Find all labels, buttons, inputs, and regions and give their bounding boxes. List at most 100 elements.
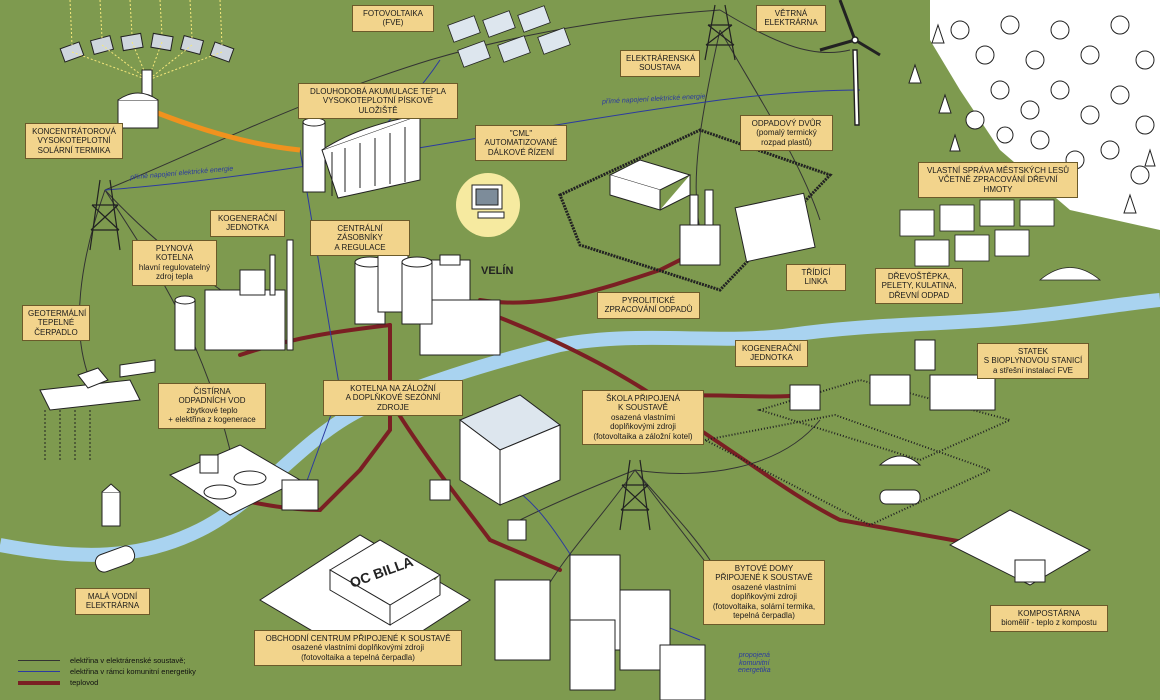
label-zasobniky: CENTRÁLNÍ ZÁSOBNÍKY A REGULACE: [310, 220, 410, 257]
label-text: VLASTNÍ SPRÁVA MĚSTSKÝCH LESŮ: [926, 166, 1070, 175]
label-text: osazená vlastními: [610, 412, 676, 422]
label-text: bioměliř - teplo z kompostu: [1001, 618, 1097, 628]
label-text: osazené vlastními: [731, 582, 797, 592]
label-geotermalni: GEOTERMÁLNÍ TEPELNÉ ČERPADLO: [22, 305, 90, 342]
compost-site: [948, 509, 1092, 586]
line-text: komunitní: [739, 659, 770, 667]
label-text: doplňkovými zdroji: [610, 422, 676, 432]
label-text: (FVE): [382, 18, 404, 28]
label-text: VYSOKOTEPLOTNÍ: [37, 136, 111, 146]
label-text: KONCENTRÁTOROVÁ: [32, 127, 116, 136]
central-tanks: [354, 244, 433, 325]
small-hydro: [94, 483, 136, 573]
label-title: PLYNOVÁ KOTELNA: [155, 244, 194, 263]
label-text: DLOUHODOBÁ AKUMULACE TEPLA: [310, 87, 446, 96]
line-text-propojena: propojená komunitní energetika: [738, 652, 771, 675]
label-kotelna-zalozni: KOTELNA NA ZÁLOŽNÍ A DOPLŇKOVÉ SEZÓNNÍ Z…: [323, 380, 463, 417]
legend-label: elektřina v elektrárenské soustavě;: [70, 656, 186, 665]
label-title: STATEK: [1018, 347, 1048, 356]
label-title: ČISTÍRNA: [193, 387, 231, 396]
label-koncentratorova: KONCENTRÁTOROVÁ VYSOKOTEPLOTNÍ SOLÁRNÍ T…: [25, 123, 123, 160]
label-text: AUTOMATIZOVANÉ: [484, 138, 558, 148]
label-text: ZPRACOVÁNÍ ODPADŮ: [604, 305, 693, 315]
label-vetrna: VĚTRNÁ ELEKTRÁRNA: [756, 5, 826, 32]
label-kompostarna: KOMPOSTÁRNA bioměliř - teplo z kompostu: [990, 605, 1108, 632]
label-text: GEOTERMÁLNÍ: [28, 309, 87, 318]
label-fve: FOTOVOLTAIKA (FVE): [352, 5, 434, 32]
label-text: hlavní regulovatelný: [138, 262, 211, 272]
label-text: A REGULACE: [334, 242, 386, 252]
label-text: tepelná čerpadla): [733, 611, 795, 621]
legend-row: elektřina v rámci komunitní energetiky: [18, 666, 196, 677]
label-plynova: PLYNOVÁ KOTELNA hlavní regulovatelný zdr…: [132, 240, 217, 286]
label-text: TŘÍDÍCÍ LINKA: [801, 268, 831, 287]
solar-mirrors: [59, 0, 235, 129]
label-text: osazené vlastními doplňkovými zdroji: [291, 643, 425, 653]
label-text: CENTRÁLNÍ ZÁSOBNÍKY: [337, 224, 383, 243]
label-bytove: BYTOVÉ DOMY PŘIPOJENÉ K SOUSTAVĚ osazené…: [703, 560, 825, 625]
label-text: KOTELNA NA ZÁLOŽNÍ: [350, 384, 436, 393]
label-text: (pomalý termický: [756, 128, 817, 138]
label-tridici: TŘÍDÍCÍ LINKA: [786, 264, 846, 291]
line-text: propojená: [738, 652, 770, 659]
legend: elektřina v elektrárenské soustavě; elek…: [18, 655, 196, 688]
label-text: + elektřina z kogenerace: [168, 415, 256, 425]
label-akumulace: DLOUHODOBÁ AKUMULACE TEPLA VYSOKOTEPLOTN…: [298, 83, 458, 120]
label-text: (fotovoltaika, solární termika,: [712, 601, 816, 611]
label-text: DÁLKOVÉ ŘÍZENÍ: [487, 147, 555, 157]
farm: [701, 339, 1013, 527]
label-text: JEDNOTKA: [750, 353, 793, 363]
label-title: PŘIPOJENÉ K SOUSTAVĚ: [715, 573, 813, 583]
legend-label: teplovod: [70, 678, 99, 687]
label-cml: "CML" AUTOMATIZOVANÉ DÁLKOVÉ ŘÍZENÍ: [475, 125, 567, 162]
water-treatment: [168, 444, 319, 516]
control-room: [419, 173, 520, 356]
label-text: VČETNĚ ZPRACOVÁNÍ DŘEVNÍ HMOTY: [938, 175, 1058, 194]
label-velin: VELÍN: [481, 265, 514, 277]
label-text: SOLÁRNÍ TERMIKA: [37, 145, 111, 155]
label-text: ELEKTRÁRNA: [85, 601, 140, 611]
label-title: ŠKOLA PŘIPOJENÁ: [606, 394, 680, 403]
label-cistirna: ČISTÍRNA ODPADNÍCH VOD zbytkové teplo + …: [158, 383, 266, 429]
label-title: S BIOPLYNOVOU STANICÍ: [983, 356, 1083, 366]
legend-row: teplovod: [18, 677, 196, 688]
label-statek: STATEK S BIOPLYNOVOU STANICÍ a střešní i…: [977, 343, 1089, 380]
legend-row: elektřina v elektrárenské soustavě;: [18, 655, 196, 666]
label-text: "CML": [509, 129, 533, 138]
label-pyroliticke: PYROLITICKÉ ZPRACOVÁNÍ ODPADŮ: [597, 292, 700, 319]
label-text: ELEKTRÁRNA: [764, 18, 818, 28]
wind-turbine: [819, 0, 881, 126]
label-text: FOTOVOLTAIKA: [362, 9, 423, 18]
label-text: JEDNOTKA: [226, 223, 269, 233]
label-text: a střešní instalací FVE: [992, 365, 1074, 375]
label-title: ODPADNÍCH VOD: [178, 396, 246, 406]
label-text: rozpad plastů): [761, 137, 812, 147]
label-text: TEPELNÉ: [37, 318, 75, 328]
label-text: ELEKTRÁRENSKÁ: [626, 54, 696, 63]
forest: [908, 0, 1160, 230]
label-title: K SOUSTAVĚ: [618, 403, 668, 413]
power-pylons: [89, 4, 736, 531]
label-text: DŘEVNÍ ODPAD: [888, 290, 950, 300]
label-lesy: VLASTNÍ SPRÁVA MĚSTSKÝCH LESŮ VČETNĚ ZPR…: [918, 162, 1078, 199]
label-mala-vodni: MALÁ VODNÍ ELEKTRÁRNA: [75, 588, 150, 615]
geothermal-pump: [39, 359, 156, 460]
legend-swatch-grid: [18, 660, 60, 661]
waste-yard: [558, 128, 833, 292]
label-odpadovy-dvur: ODPADOVÝ DVŮR (pomalý termický rozpad pl…: [740, 115, 833, 152]
label-text: VYSOKOTEPLOTNÍ PÍSKOVÉ ULOŽIŠTĚ: [322, 96, 434, 115]
label-text: KOGENERAČNÍ: [217, 214, 278, 223]
label-kogenerace-2: KOGENERAČNÍ JEDNOTKA: [735, 340, 808, 367]
label-drevo: DŘEVOŠTĚPKA, PELETY, KULATINA, DŘEVNÍ OD…: [875, 268, 963, 305]
label-text: PELETY, KULATINA,: [881, 281, 957, 291]
label-text: PYROLITICKÉ: [622, 296, 675, 305]
label-text: doplňkovými zdroji: [731, 592, 797, 602]
label-text: VĚTRNÁ: [774, 9, 808, 18]
school: [429, 394, 561, 541]
gas-boiler-plant: [174, 239, 294, 351]
label-text: (fotovoltaika a záložní kotel): [593, 431, 693, 441]
label-title: OBCHODNÍ CENTRUM PŘIPOJENÉ K SOUSTAVĚ: [265, 634, 451, 643]
label-obchodni: OBCHODNÍ CENTRUM PŘIPOJENÉ K SOUSTAVĚ os…: [254, 630, 462, 667]
